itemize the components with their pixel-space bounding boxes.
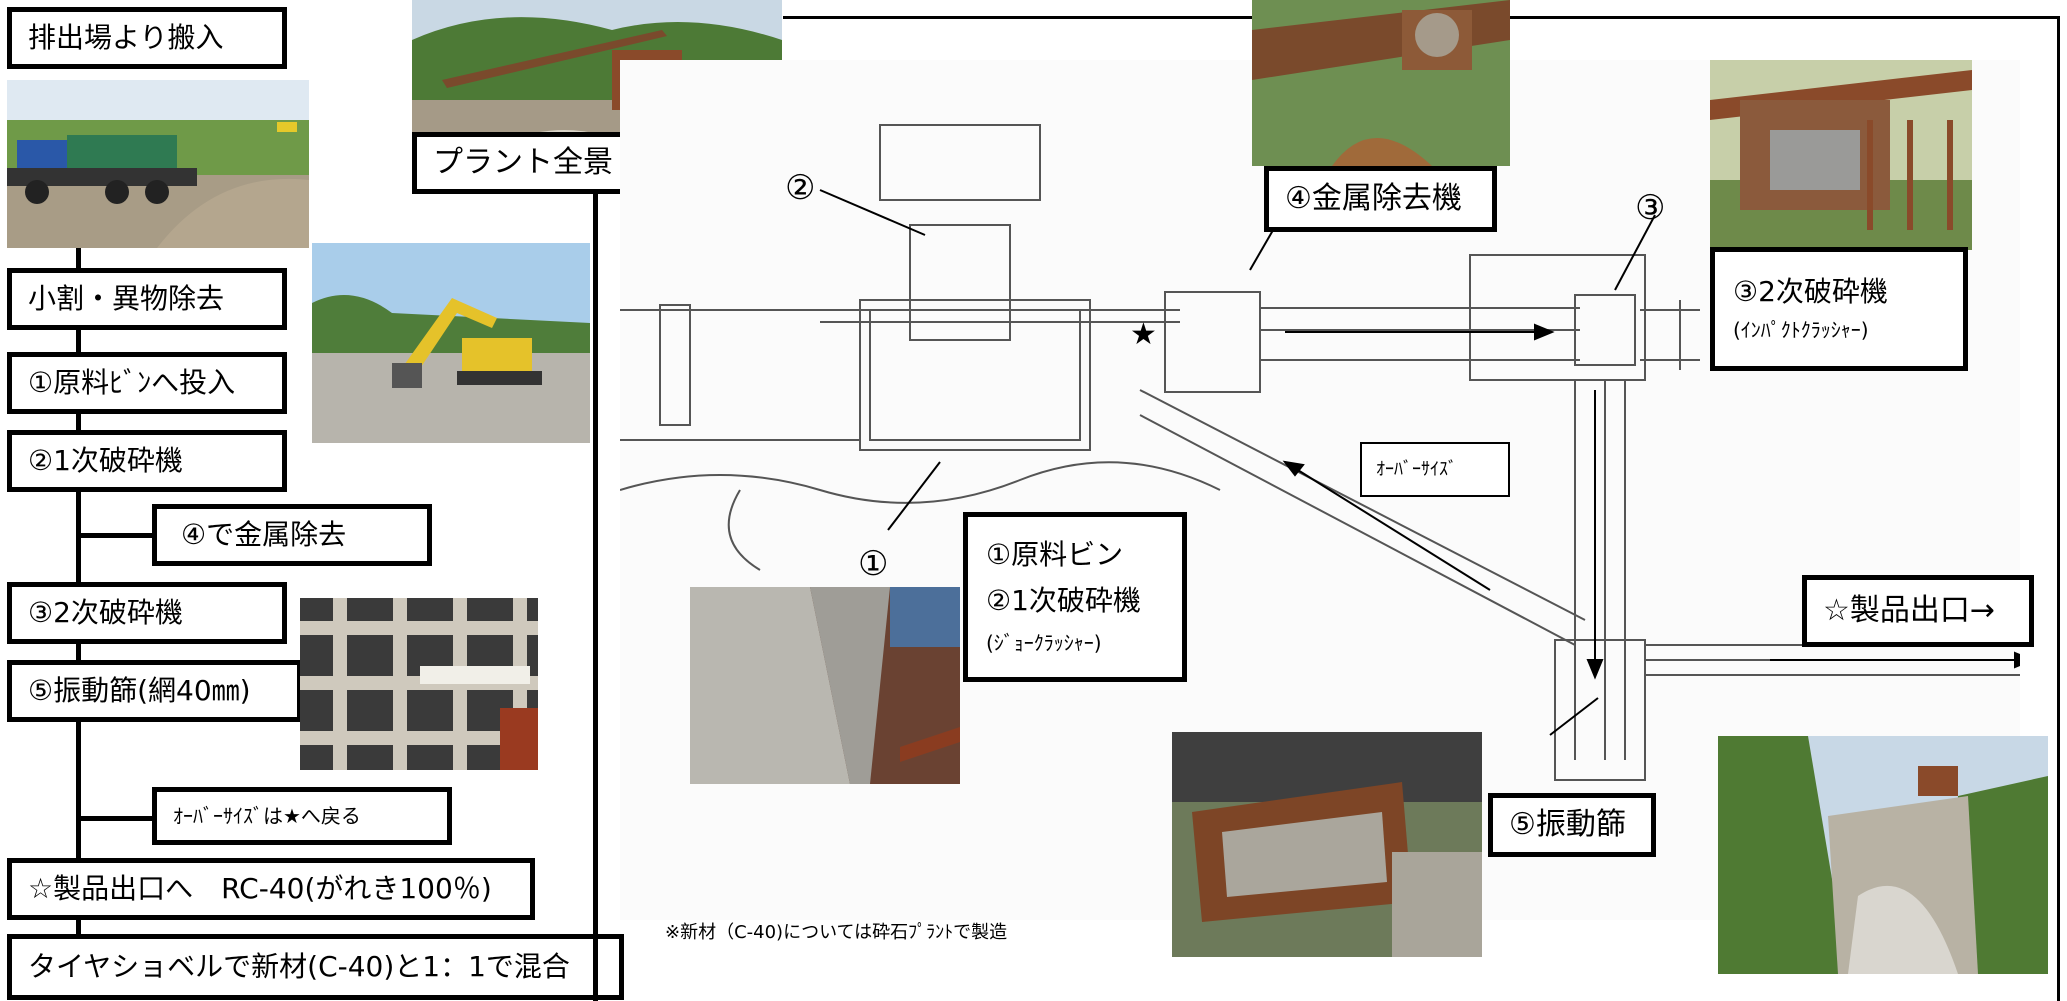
flow-step-raw-bin: ①原料ﾋﾞﾝへ投入 <box>7 352 287 414</box>
product-exit-photo <box>1718 736 2048 974</box>
flow-step-mixing: タイヤショベルで新材(C-40)と1：1で混合 <box>7 934 624 1000</box>
vibrating-screen-label: ⑤振動篩 <box>1488 793 1656 857</box>
plant-overview-label: プラント全景 <box>412 132 647 194</box>
oversize-label: ｵｰﾊﾞｰｻｲｽﾞ <box>1360 442 1510 497</box>
flow-step-vibrating-screen: ⑤振動篩(網40㎜) <box>7 660 302 722</box>
flow-step-oversize-return: ｵｰﾊﾞｰｻｲｽﾞは★へ戻る <box>152 787 452 845</box>
product-exit-label: ☆製品出口→ <box>1802 575 2034 647</box>
divider-right <box>2057 16 2060 1001</box>
metal-remover-label: ④金属除去機 <box>1264 166 1497 232</box>
flow-step-product-exit: ☆製品出口へ RC-40(がれき100％) <box>7 858 535 920</box>
flow-connector-metal <box>76 533 156 538</box>
primary-crusher-title: ②1次破砕機 <box>986 584 1141 617</box>
flow-connector-oversize <box>76 816 156 821</box>
dump-truck-photo <box>7 80 309 248</box>
divider-vertical <box>593 190 598 1001</box>
flow-step-primary-crusher: ②1次破砕機 <box>7 430 287 492</box>
marker-1: ① <box>858 544 889 584</box>
impact-crusher-photo <box>1710 60 1972 250</box>
secondary-crusher-title: ③2次破砕機 <box>1733 275 1888 308</box>
flow-step-intake: 排出場より搬入 <box>7 7 287 69</box>
marker-3: ③ <box>1635 188 1666 228</box>
metal-remover-photo <box>1252 0 1510 166</box>
footnote: ※新材（C-40)については砕石ﾌﾟﾗﾝﾄで製造 <box>665 922 1008 943</box>
screen-mesh-photo <box>300 598 538 770</box>
primary-crusher-subtitle: (ｼﾞｮｰｸﾗｯｼｬｰ) <box>986 631 1102 655</box>
secondary-crusher-subtitle: (ｲﾝﾊﾟｸﾄｸﾗｯｼｬｰ) <box>1733 318 1869 342</box>
hopper-photo <box>690 587 960 784</box>
excavator-photo <box>312 243 590 443</box>
star-marker: ★ <box>1130 317 1157 352</box>
flow-step-sorting: 小割・異物除去 <box>7 268 287 330</box>
flow-step-secondary-crusher: ③2次破砕機 <box>7 582 287 644</box>
vibrating-screen-photo <box>1172 732 1482 957</box>
flow-step-metal-removal: ④で金属除去 <box>152 504 432 566</box>
secondary-crusher-label: ③2次破砕機 (ｲﾝﾊﾟｸﾄｸﾗｯｼｬｰ) <box>1710 247 1968 371</box>
marker-2: ② <box>785 168 816 208</box>
primary-bin-title: ①原料ビン <box>986 538 1124 571</box>
primary-crusher-label: ①原料ビン ②1次破砕機 (ｼﾞｮｰｸﾗｯｼｬｰ) <box>963 512 1187 682</box>
